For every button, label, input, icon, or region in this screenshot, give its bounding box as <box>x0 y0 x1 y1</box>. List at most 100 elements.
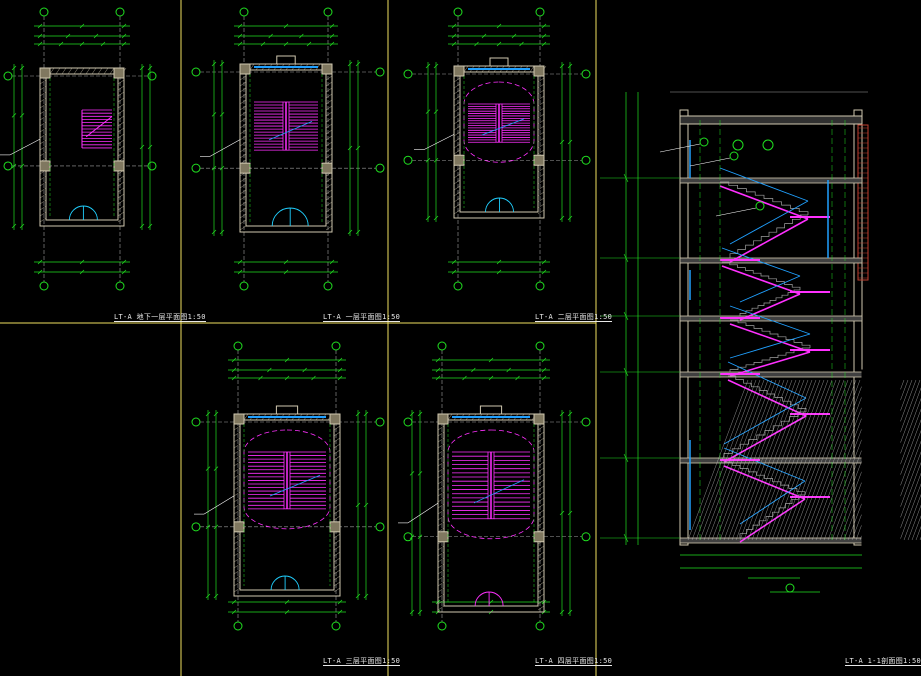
dimension-tick <box>219 229 225 235</box>
wall-hatch <box>437 491 445 497</box>
dimension-tick <box>258 375 263 381</box>
axis-bubble <box>233 341 243 351</box>
stair-flight <box>729 214 808 258</box>
wall-hatch <box>325 189 333 195</box>
section-hatch <box>719 379 781 541</box>
axis-bubble <box>375 67 385 77</box>
dimension-tick <box>451 269 457 275</box>
wall-hatch <box>325 117 333 123</box>
column <box>233 413 245 425</box>
wall-hatch <box>239 123 247 129</box>
detail-bubble <box>732 139 744 151</box>
axis-bubble <box>3 161 13 171</box>
dimension-tick <box>462 375 467 381</box>
wall-hatch <box>233 443 241 449</box>
wall-hatch <box>39 91 47 97</box>
wall-hatch <box>333 461 341 467</box>
dimension-tick <box>284 357 290 363</box>
axis-bubble <box>581 417 591 427</box>
dimension-tick <box>559 139 565 145</box>
section-hatch <box>891 462 921 541</box>
wall-hatch <box>437 569 445 575</box>
wall-hatch <box>233 479 241 485</box>
plan-floor-4 <box>398 341 591 631</box>
section-hatch <box>783 379 845 541</box>
wall-hatch <box>537 491 545 497</box>
dimension-tick <box>337 609 343 615</box>
leader-line <box>407 502 439 524</box>
wall-hatch <box>333 575 341 581</box>
dimension-tick <box>58 41 64 47</box>
dimension-tick <box>213 411 219 417</box>
wall-hatch <box>333 485 341 491</box>
wall-hatch <box>537 461 545 467</box>
column <box>533 154 545 166</box>
wall-hatch <box>537 149 545 155</box>
axis-bubble <box>191 163 201 173</box>
dimension-tick <box>329 41 335 47</box>
wall-hatch <box>333 557 341 563</box>
stair-handrail <box>721 247 801 277</box>
dimension-tick <box>541 367 547 373</box>
stair-handrail <box>723 397 807 445</box>
axis-bubble <box>581 532 591 542</box>
drawing-title-floor-1: LT-A 一层平面图1:50 <box>323 313 401 322</box>
wall-hatch <box>117 133 125 139</box>
wall-hatch <box>233 539 241 545</box>
dimension-tick <box>139 65 145 71</box>
wall-hatch <box>453 203 461 209</box>
wall-hatch <box>239 183 247 189</box>
wall-hatch <box>39 193 47 199</box>
dimension-tick <box>567 63 573 69</box>
floor-slab <box>679 177 863 184</box>
wall-hatch <box>325 201 333 207</box>
axis-bubble <box>453 7 463 17</box>
dimension-tick <box>337 367 343 373</box>
wall-hatch <box>239 207 247 213</box>
wall-hatch <box>537 521 545 527</box>
wall-hatch <box>437 461 445 467</box>
axis-bubble <box>403 69 413 79</box>
wall-hatch <box>537 83 545 89</box>
dimension-tick <box>37 269 43 275</box>
wall-hatch <box>437 551 445 557</box>
wall-hatch <box>117 85 125 91</box>
wall-hatch <box>39 211 47 217</box>
axis-bubble <box>115 7 125 17</box>
dimension-tick <box>37 33 43 39</box>
wall-hatch <box>453 119 461 125</box>
door-swing <box>474 591 490 607</box>
wall-hatch <box>325 105 333 111</box>
dimension-tick <box>519 41 524 47</box>
wall-hatch <box>537 467 545 473</box>
wall-hatch <box>437 485 445 491</box>
stair-slab <box>721 265 801 295</box>
dimension-tick <box>567 215 573 221</box>
wall-hatch <box>117 181 125 187</box>
dimension-tick <box>306 41 312 47</box>
dimension-tick <box>329 23 335 29</box>
wall-hatch <box>239 213 247 219</box>
wall-hatch <box>239 111 247 117</box>
wall-hatch <box>437 455 445 461</box>
section-hatch <box>731 379 793 541</box>
wall-hatch <box>39 109 47 115</box>
leader-line <box>9 138 41 156</box>
wall-hatch <box>537 113 545 119</box>
dimension-tick <box>541 259 547 265</box>
wall-hatch <box>537 479 545 485</box>
wall-hatch <box>437 503 445 509</box>
dimension-tick <box>65 33 71 39</box>
wall-hatch <box>537 191 545 197</box>
stair-handrail <box>729 200 809 245</box>
axis-bubble <box>323 7 333 17</box>
wall-hatch <box>333 563 341 569</box>
wall-hatch <box>233 467 241 473</box>
wall-hatch <box>333 425 341 431</box>
wall-niche <box>275 405 299 415</box>
dimension-tick <box>219 61 225 67</box>
wall-inner <box>443 419 539 607</box>
wall-hatch <box>333 467 341 473</box>
column <box>533 65 545 77</box>
section-hatch <box>903 494 921 541</box>
